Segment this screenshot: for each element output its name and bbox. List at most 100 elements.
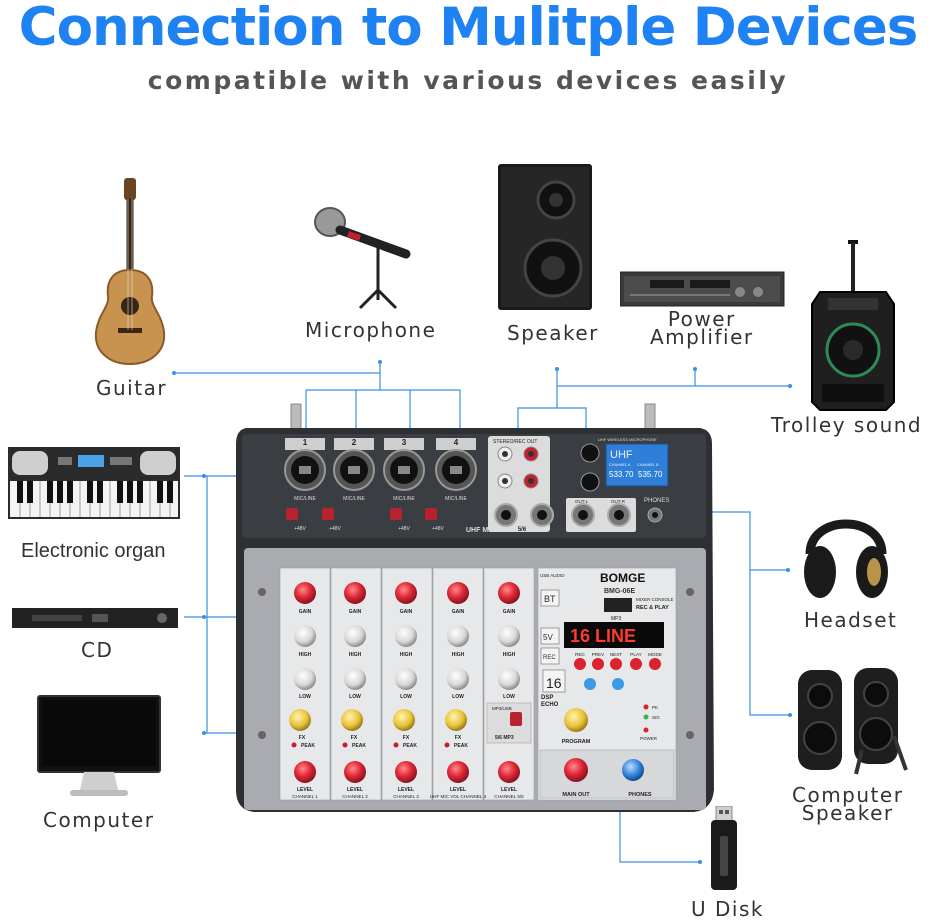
uhf-panel-title: UHF WIRELESS MICROPHONE: [598, 437, 657, 442]
program-label: PROGRAM: [562, 739, 591, 745]
computer-speaker-label: Computer Speaker: [792, 783, 904, 825]
cd-label: CD: [81, 638, 114, 662]
rec-play-label: REC & PLAY: [636, 605, 669, 611]
level-label-5: LEVEL: [501, 787, 517, 793]
channel-name-1: CHANNEL 1: [292, 794, 318, 799]
power-amplifier-icon: [620, 271, 785, 307]
uhf-mic-label: UHF MIC: [466, 527, 495, 534]
channel-number-2: 2: [352, 438, 357, 447]
power-led-label: POWER: [640, 736, 658, 741]
level-label-2: LEVEL: [347, 787, 363, 793]
button-label-prev: PREV: [592, 652, 605, 657]
dsp-minus-button[interactable]: [584, 678, 596, 690]
microphone-label: Microphone: [305, 318, 437, 342]
phantom-switches: [286, 508, 437, 520]
play-button[interactable]: [630, 658, 642, 670]
peak-label-2: PEAK: [352, 743, 366, 749]
speaker-label: Speaker: [507, 321, 599, 345]
pk-led-label: PK: [652, 705, 658, 710]
uhf-channel-a: CHANNEL A: [609, 463, 631, 467]
phantom-label-4: +48V: [432, 526, 444, 532]
console-label: MIXER CONSOLE: [636, 597, 674, 602]
phones-jack-label: PHONES: [644, 498, 669, 504]
left-antenna: [290, 403, 302, 431]
fx-label-3: FX: [403, 735, 410, 741]
udisk-label: U Disk: [691, 897, 764, 921]
gain-label-1: GAIN: [299, 609, 312, 615]
peak-label-3: PEAK: [403, 743, 417, 749]
stereo-rec-out-label: STEREO/REC OUT: [493, 439, 537, 445]
low-label-4: LOW: [452, 694, 464, 700]
mp3usb-label: MP3/USB: [492, 706, 512, 711]
channel-number-4: 4: [454, 438, 459, 447]
phones-knob[interactable]: [622, 759, 644, 781]
next-button[interactable]: [610, 658, 622, 670]
channel-number-1: 1: [303, 438, 308, 447]
fx-knobs: [289, 709, 467, 731]
level-knobs: [294, 761, 520, 783]
phantom-label-1: +48V: [294, 526, 306, 532]
brand-name: BOMGE: [600, 571, 645, 585]
dsp-label: DSP: [541, 695, 553, 701]
channel-number-3: 3: [402, 438, 407, 447]
low-label-2: LOW: [349, 694, 361, 700]
uhf-display-label: UHF: [610, 449, 633, 461]
channel-name-4: UHF MIC VOL CHANNEL 4: [430, 794, 487, 799]
headset-icon: [804, 519, 888, 598]
peak-label-1: PEAK: [301, 743, 315, 749]
uhf-display: [605, 443, 669, 487]
high-label-4: HIGH: [452, 652, 465, 658]
uhf-freq-b: 535.70: [638, 470, 663, 479]
trolley-speaker-icon: [811, 240, 895, 411]
mp3-56-label: 5/6 MP3: [495, 735, 514, 741]
channel-name-5: CHANNEL 5/6: [494, 794, 524, 799]
electronic-organ-icon: [8, 447, 180, 519]
main-out-knob[interactable]: [564, 758, 588, 782]
usb-audio-label: USB AUDIO: [540, 573, 565, 578]
mic-line-label-1: MIC/LINE: [294, 496, 316, 502]
button-label-mode: MODE: [648, 652, 662, 657]
trolley-label: Trolley sound: [771, 413, 923, 437]
mic-line-label-2: MIC/LINE: [343, 496, 365, 502]
low-label-1: LOW: [299, 694, 311, 700]
peak-label-4: PEAK: [454, 743, 468, 749]
low-label-5: LOW: [503, 694, 515, 700]
dsp-plus-button[interactable]: [612, 678, 624, 690]
gain-label-3: GAIN: [400, 609, 413, 615]
bt-label: BT: [544, 594, 556, 604]
out-r-label: OUT-R: [611, 499, 626, 504]
computer-label: Computer: [43, 808, 155, 832]
right-antenna: [644, 403, 656, 431]
computer-speaker-icon: [798, 668, 908, 775]
prev-button[interactable]: [592, 658, 604, 670]
button-label-play: PLAY: [630, 652, 641, 657]
mode-button[interactable]: [649, 658, 661, 670]
high-label-5: HIGH: [503, 652, 516, 658]
uhf-freq-a: 533.70: [609, 470, 634, 479]
led-display: [564, 622, 664, 648]
level-label-4: LEVEL: [450, 787, 466, 793]
fx-label-4: FX: [455, 735, 462, 741]
button-label-rec: REC: [575, 652, 585, 657]
sig-led-label: SIG: [652, 715, 660, 720]
program-knob[interactable]: [564, 708, 588, 732]
model-name: BMG-06E: [604, 588, 635, 595]
computer-monitor-icon: [37, 695, 161, 796]
mp3-label: MP3: [611, 616, 622, 622]
dsp-number: 16: [546, 675, 562, 691]
high-label-3: HIGH: [400, 652, 413, 658]
channel-name-3: CHANNEL 3: [393, 794, 419, 799]
echo-label: ECHO: [541, 702, 559, 708]
guitar-label: Guitar: [96, 376, 168, 400]
headset-label: Headset: [804, 608, 898, 632]
rec-button[interactable]: [574, 658, 586, 670]
usb-disk-icon: [711, 806, 737, 890]
fx-label-2: FX: [351, 735, 358, 741]
low-label-3: LOW: [400, 694, 412, 700]
phones-knob-label: PHONES: [628, 792, 652, 798]
electronic-organ-label: Electronic organ: [21, 540, 166, 562]
phantom-label-3: +48V: [398, 526, 410, 532]
5v-label: 5V: [543, 633, 553, 642]
gain-label-5: GAIN: [503, 609, 516, 615]
level-label-1: LEVEL: [297, 787, 313, 793]
